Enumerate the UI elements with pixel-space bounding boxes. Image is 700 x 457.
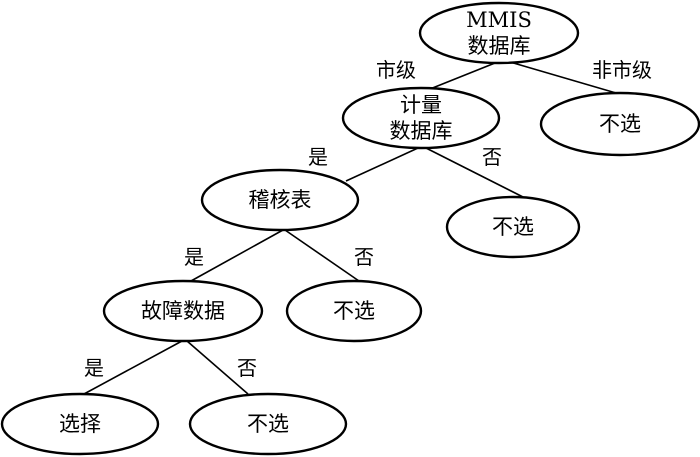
node-label: 选择 <box>59 412 101 436</box>
node-fault: 故障数据 <box>102 279 264 343</box>
edge-metering-to-reject2 <box>425 147 524 198</box>
node-label: 数据库 <box>390 119 453 143</box>
edge-label: 否 <box>482 145 502 169</box>
edge-label: 市级 <box>376 58 416 82</box>
node-ellipse <box>200 168 360 232</box>
node-label: 不选 <box>599 112 641 136</box>
edge-label: 是 <box>184 245 204 269</box>
node-reject2: 不选 <box>445 195 581 259</box>
node-label: 不选 <box>333 299 375 323</box>
edge-root-to-metering <box>429 62 496 90</box>
node-label: 不选 <box>247 412 289 436</box>
node-ellipse <box>445 195 581 259</box>
node-ellipse <box>539 91 700 157</box>
node-reject1: 不选 <box>539 91 700 157</box>
edge-label: 否 <box>237 356 257 380</box>
edge-label: 非市级 <box>592 58 652 82</box>
node-ellipse <box>341 86 501 150</box>
node-ellipse <box>102 279 264 343</box>
node-reject3: 不选 <box>285 279 423 343</box>
edge-audit-to-reject3 <box>284 229 360 282</box>
node-ellipse <box>0 392 160 456</box>
edge-fault-to-reject4 <box>186 340 249 395</box>
edge-metering-to-audit <box>345 147 419 182</box>
edge-root-to-reject1 <box>509 61 617 94</box>
node-ellipse <box>285 279 423 343</box>
node-label: 故障数据 <box>141 299 225 323</box>
edge-label: 是 <box>84 356 104 380</box>
node-label: 计量 <box>400 93 442 117</box>
node-audit: 稽核表 <box>200 168 360 232</box>
node-ellipse <box>418 1 580 65</box>
node-ellipse <box>188 392 348 456</box>
node-select: 选择 <box>0 392 160 456</box>
edge-fault-to-select <box>83 340 183 395</box>
node-reject4: 不选 <box>188 392 348 456</box>
node-label: 不选 <box>492 215 534 239</box>
edge-label: 是 <box>308 145 328 169</box>
node-label: MMIS <box>466 8 532 32</box>
node-label: 稽核表 <box>249 188 312 212</box>
edge-audit-to-fault <box>190 229 284 282</box>
edge-label: 否 <box>354 245 374 269</box>
node-label: 数据库 <box>468 34 531 58</box>
